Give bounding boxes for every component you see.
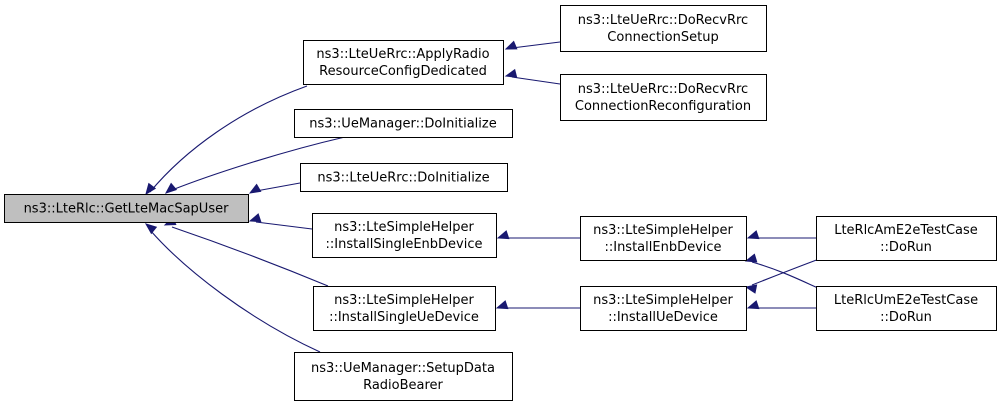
node-label: ns3::LteUeRrc::DoInitialize: [317, 171, 489, 186]
node-label: ns3::LteSimpleHelper: [593, 293, 733, 308]
node-label: LteRlcUmE2eTestCase: [834, 293, 978, 308]
node-applyRadio[interactable]: ns3::LteUeRrc::ApplyRadioResourceConfigD…: [303, 40, 504, 85]
node-box[interactable]: [580, 216, 747, 261]
edge-setupData-to-root: [144, 223, 321, 353]
node-amTest[interactable]: LteRlcAmE2eTestCase::DoRun: [816, 216, 997, 261]
arrowhead: [744, 253, 758, 263]
node-instSingleEnb[interactable]: ns3::LteSimpleHelper::InstallSingleEnbDe…: [312, 213, 497, 258]
node-instEnb[interactable]: ns3::LteSimpleHelper::InstallEnbDevice: [580, 216, 747, 261]
edge-recvReconf-to-applyRadio: [504, 68, 561, 85]
edge-instEnb-to-instSingleEnb: [496, 230, 580, 240]
node-label: ns3::LteUeRrc::DoRecvRrc: [578, 13, 748, 28]
node-box[interactable]: [560, 74, 767, 121]
node-label: ns3::LteSimpleHelper: [593, 223, 733, 238]
edge-line: [255, 182, 301, 192]
node-root[interactable]: ns3::LteRlc::GetLteMacSapUser: [4, 194, 249, 223]
node-label: ns3::UeManager::DoInitialize: [309, 117, 496, 132]
arrowhead: [744, 284, 758, 294]
edge-instSingleEnb-to-root: [248, 213, 313, 230]
edge-line: [149, 229, 321, 353]
node-box[interactable]: [816, 286, 997, 331]
node-label: ns3::LteUeRrc::ApplyRadio: [316, 47, 489, 62]
node-box[interactable]: [560, 5, 767, 52]
arrowhead: [164, 182, 178, 194]
nodes-layer: ns3::LteRlc::GetLteMacSapUser ns3::LteUeR…: [4, 5, 997, 401]
node-label: ns3::LteRlc::GetLteMacSapUser: [24, 202, 230, 217]
node-label: ns3::LteUeRrc::DoRecvRrc: [578, 82, 748, 97]
node-ueRrcInit[interactable]: ns3::LteUeRrc::DoInitialize: [300, 163, 508, 192]
edges-layer: [144, 40, 823, 353]
edge-amTest-to-instEnb: [746, 230, 816, 240]
edge-amTest-to-instUe: [744, 257, 823, 294]
arrowhead: [504, 68, 518, 79]
edge-applyRadio-to-root: [145, 85, 308, 196]
edge-line: [511, 41, 561, 49]
node-box[interactable]: [294, 109, 513, 138]
arrowhead: [746, 300, 760, 310]
node-label: ::InstallSingleEnbDevice: [325, 237, 482, 252]
node-instUe[interactable]: ns3::LteSimpleHelper::InstallUeDevice: [580, 286, 747, 331]
node-label: ::DoRun: [880, 240, 932, 255]
edge-line: [149, 85, 308, 193]
node-box[interactable]: [312, 213, 497, 258]
edge-line: [255, 221, 313, 230]
edge-ueRrcInit-to-root: [248, 182, 301, 194]
node-label: ConnectionReconfiguration: [575, 99, 751, 114]
node-label: ns3::LteSimpleHelper: [334, 220, 474, 235]
node-ueMgrInit[interactable]: ns3::UeManager::DoInitialize: [294, 109, 513, 138]
node-label: ResourceConfigDedicated: [319, 64, 487, 79]
arrowhead: [495, 300, 509, 310]
node-box[interactable]: [303, 40, 504, 85]
edge-recvSetup-to-applyRadio: [504, 40, 561, 50]
node-umTest[interactable]: LteRlcUmE2eTestCase::DoRun: [816, 286, 997, 331]
node-box[interactable]: [4, 194, 249, 223]
arrowhead: [248, 183, 262, 194]
edge-line: [751, 257, 823, 286]
edge-umTest-to-instEnb: [744, 253, 819, 289]
arrowhead: [496, 230, 510, 240]
arrowhead: [145, 182, 157, 196]
node-label: ::InstallSingleUeDevice: [329, 310, 479, 325]
node-label: LteRlcAmE2eTestCase: [834, 223, 978, 238]
node-label: ns3::UeManager::SetupData: [311, 361, 495, 376]
node-label: ConnectionSetup: [607, 30, 718, 45]
node-recvReconf[interactable]: ns3::LteUeRrc::DoRecvRrcConnectionReconf…: [560, 74, 767, 121]
edge-line: [171, 226, 329, 287]
node-label: RadioBearer: [363, 378, 443, 393]
edge-line: [511, 76, 561, 85]
arrowhead: [504, 40, 518, 50]
node-box[interactable]: [300, 163, 508, 192]
arrowhead: [248, 213, 262, 223]
node-label: ::InstallUeDevice: [608, 310, 718, 325]
node-box[interactable]: [294, 352, 513, 401]
node-label: ns3::LteSimpleHelper: [334, 293, 474, 308]
edge-umTest-to-instUe: [746, 300, 816, 310]
node-label: ::InstallEnbDevice: [604, 240, 721, 255]
node-box[interactable]: [580, 286, 747, 331]
node-box[interactable]: [816, 216, 997, 261]
edge-line: [171, 136, 346, 191]
arrowhead: [144, 223, 158, 235]
edge-line: [751, 261, 819, 289]
node-instSingleUe[interactable]: ns3::LteSimpleHelper::InstallSingleUeDev…: [313, 286, 496, 331]
node-box[interactable]: [313, 286, 496, 331]
edge-instUe-to-instSingleUe: [495, 300, 580, 310]
arrowhead: [746, 230, 760, 240]
node-label: ::DoRun: [880, 310, 932, 325]
edge-ueMgrInit-to-root: [164, 136, 346, 194]
